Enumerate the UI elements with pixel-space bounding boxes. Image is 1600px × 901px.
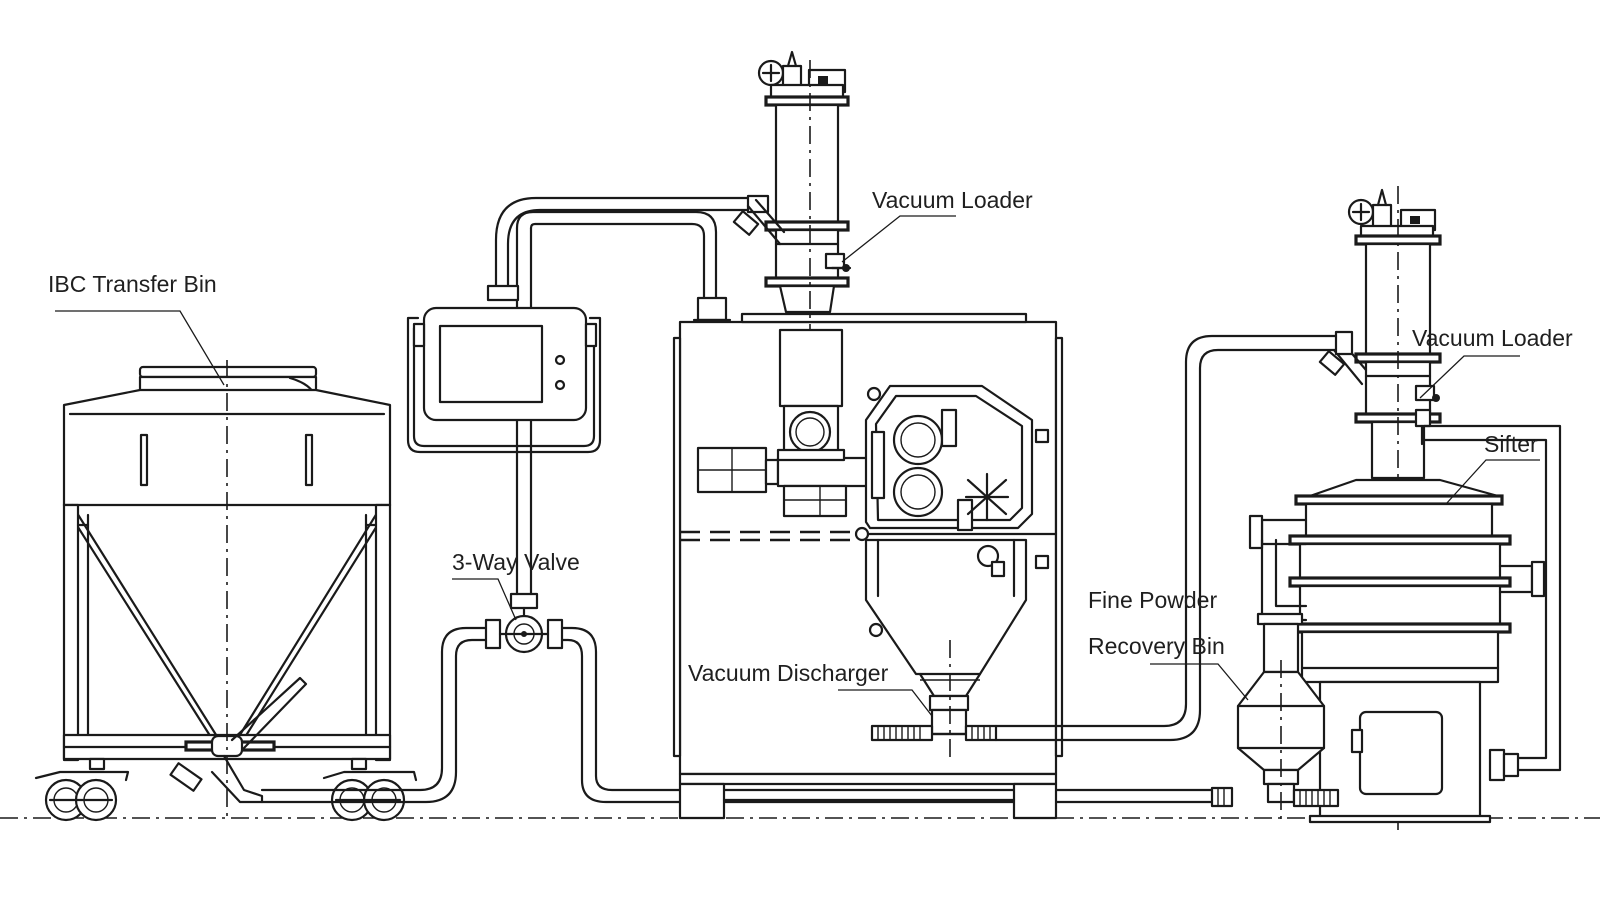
central-machine [672, 312, 1064, 820]
vacuum-loader-2 [1318, 186, 1442, 830]
sifter-label: Sifter [1484, 431, 1538, 457]
label-ibc-transfer-bin: IBC Transfer Bin [48, 271, 225, 386]
ibc-transfer-bin-label: IBC Transfer Bin [48, 271, 217, 297]
vacuum-discharger-label: Vacuum Discharger [688, 660, 889, 686]
label-sifter: Sifter [1445, 431, 1540, 505]
lower-conveying-pipe [260, 626, 1222, 804]
recovery-bin-label: Recovery Bin [1088, 633, 1225, 659]
caster-left [34, 757, 130, 822]
label-three-way-valve: 3-Way Valve [452, 549, 580, 621]
sifter [1248, 424, 1562, 824]
vacuum-loader-1-label: Vacuum Loader [872, 187, 1033, 213]
crusher-blade [964, 472, 1010, 522]
control-panel [406, 306, 602, 454]
return-pipe [994, 330, 1354, 742]
label-vacuum-loader-1: Vacuum Loader [841, 187, 1033, 263]
ibc-transfer-bin [34, 360, 418, 822]
vacuum-loader-2-label: Vacuum Loader [1412, 325, 1573, 351]
label-vacuum-discharger: Vacuum Discharger [688, 660, 933, 717]
label-vacuum-loader-2: Vacuum Loader [1412, 325, 1573, 399]
vacuum-loader-1 [732, 50, 852, 330]
fine-powder-recovery-bin [1210, 538, 1340, 820]
three-way-valve [484, 592, 564, 654]
label-fine-powder-recovery-bin: Fine Powder Recovery Bin [1088, 587, 1249, 701]
discharge-screw [870, 724, 998, 742]
three-way-valve-label: 3-Way Valve [452, 549, 580, 575]
fine-powder-label: Fine Powder [1088, 587, 1217, 613]
